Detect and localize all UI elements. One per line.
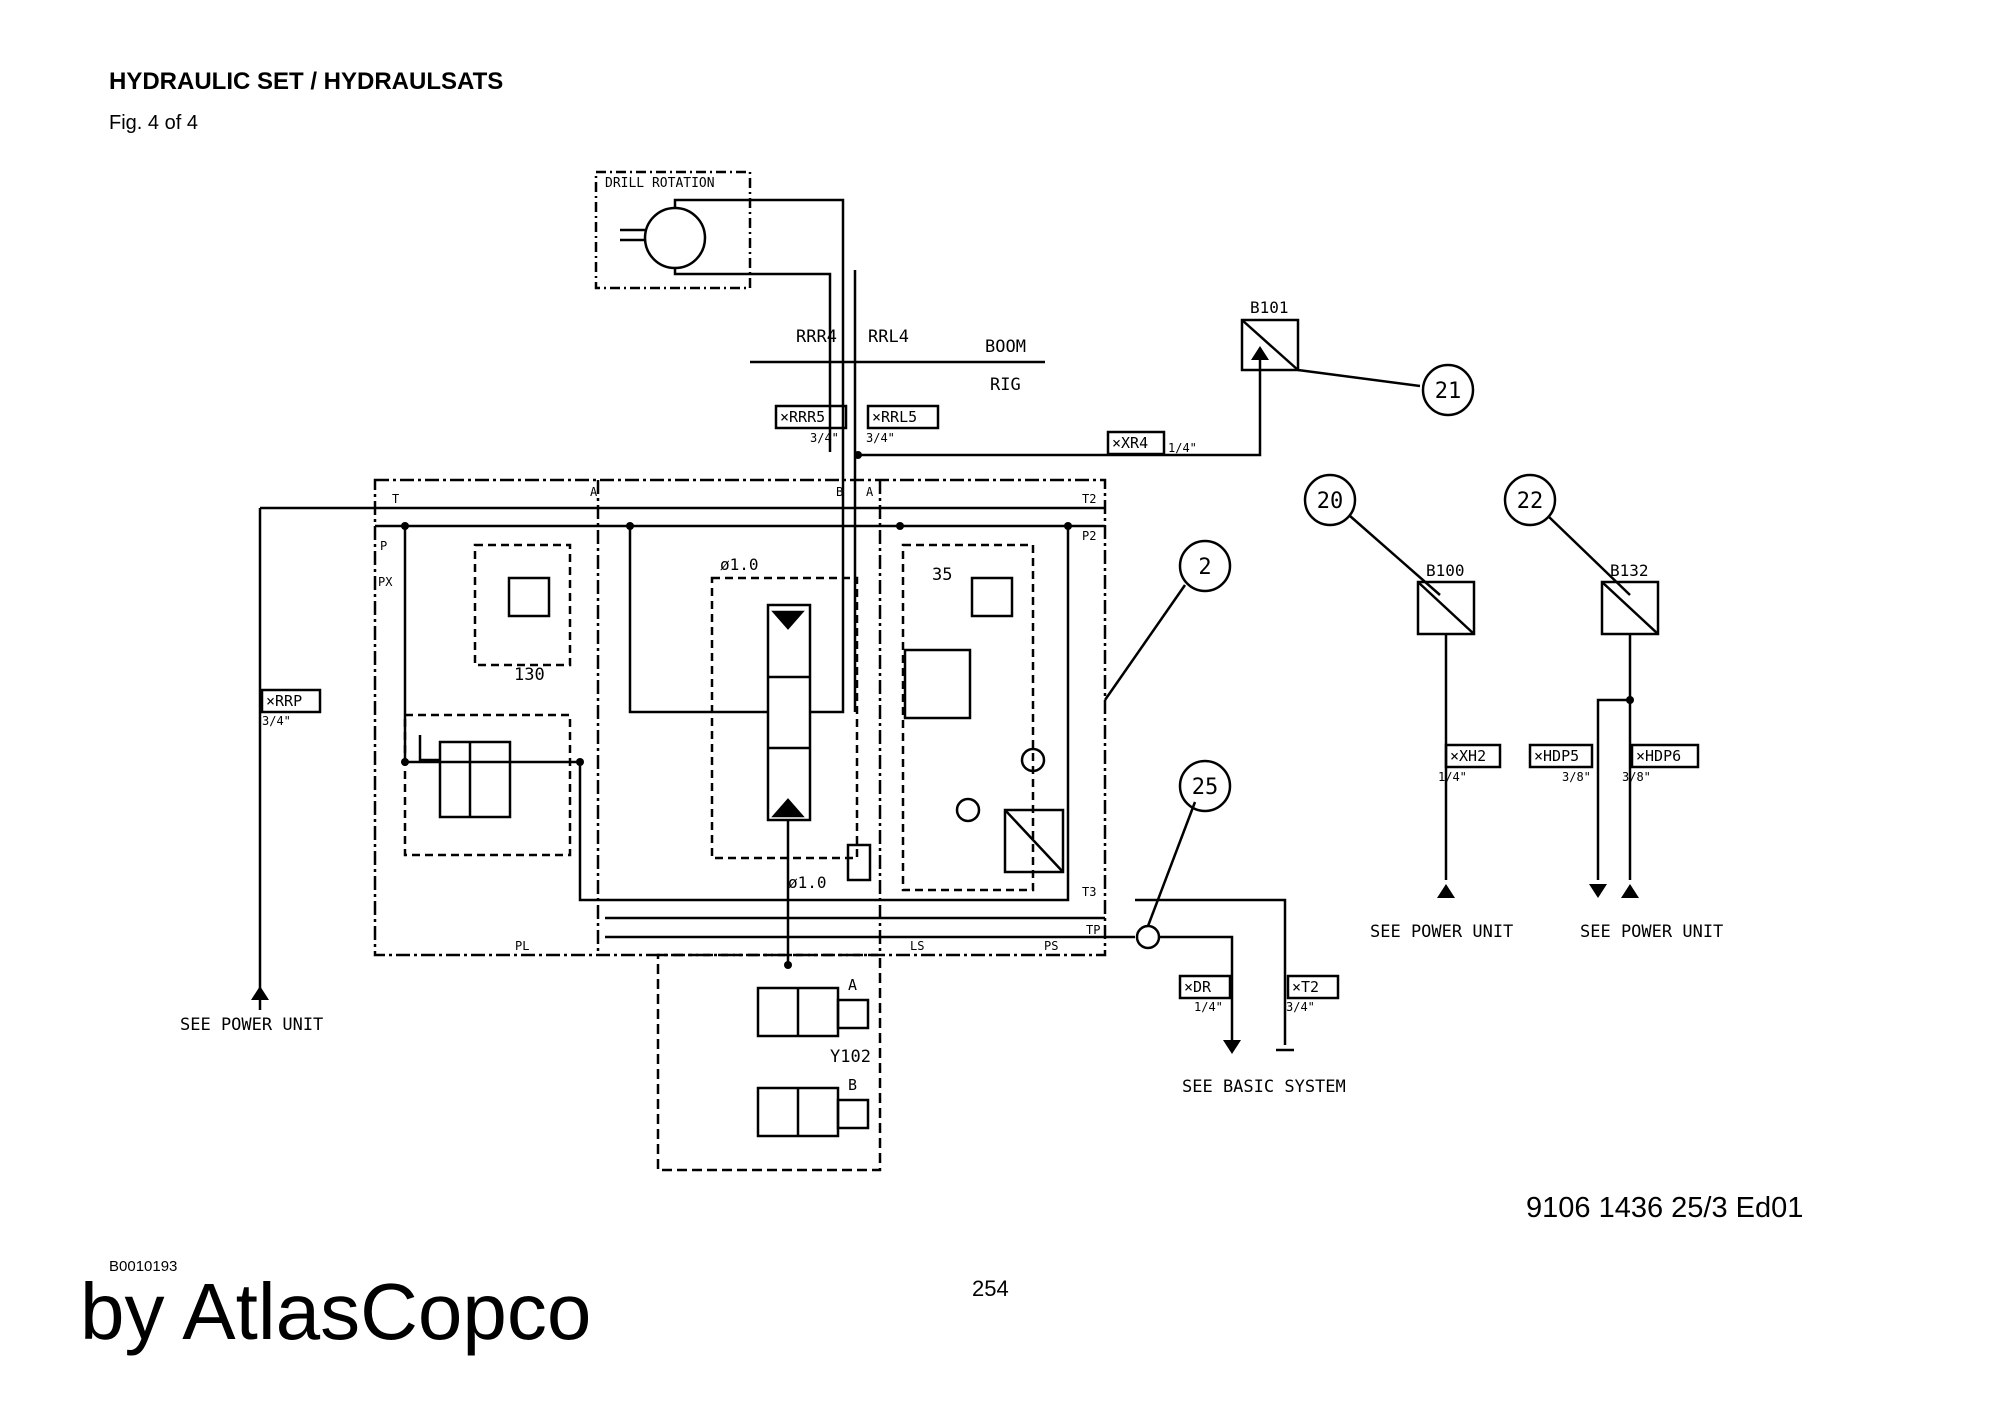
sensor-b100-label: B100: [1426, 561, 1465, 580]
drill-rotation-label: DRILL ROTATION: [605, 176, 715, 191]
callout-25: [1178, 759, 1232, 813]
directional-valve: [766, 603, 812, 822]
connector-rrl5: ×RRL5: [872, 408, 917, 426]
callout-2: [1178, 539, 1232, 593]
component-y102: Y102: [830, 1047, 871, 1067]
connector-t2-size: 3/4": [1286, 1000, 1315, 1014]
callout-2-label: 2: [1198, 555, 1211, 580]
port-t3: T3: [1082, 885, 1096, 899]
connector-hdp6-size: 3/8": [1622, 770, 1651, 784]
solenoid-b: B: [848, 1076, 857, 1094]
orifice-upper: ø1.0: [720, 555, 759, 574]
callout-25-label: 25: [1192, 775, 1219, 800]
port-b: B: [836, 485, 843, 499]
connector-t2: ×T2: [1292, 978, 1319, 996]
solenoid-valves-boundary: [656, 953, 882, 1172]
connector-xh2: ×XH2: [1450, 747, 1486, 765]
connector-rrr5: ×RRR5: [780, 408, 825, 426]
callout-21-label: 21: [1435, 379, 1462, 404]
brand-watermark: by AtlasCopco: [80, 1267, 592, 1356]
port-ls: LS: [910, 939, 924, 953]
note-power-unit-right: SEE POWER UNIT: [1580, 922, 1723, 942]
hose-rrr4-label: RRR4: [796, 327, 837, 347]
port-ps: PS: [1044, 939, 1058, 953]
connector-rrp-size: 3/4": [262, 714, 291, 728]
zone-boom-label: BOOM: [985, 337, 1026, 357]
connector-xr4: ×XR4: [1112, 434, 1148, 452]
connector-rrp: ×RRP: [266, 692, 302, 710]
drill-rotation-box: [594, 170, 752, 290]
callout-22-label: 22: [1517, 489, 1544, 514]
port-t2: T2: [1082, 492, 1096, 506]
callout-20: [1303, 473, 1357, 527]
connector-xr4-size: 1/4": [1168, 441, 1197, 455]
callout-20-label: 20: [1317, 489, 1344, 514]
port-a2: A: [866, 485, 874, 499]
port-p: P: [380, 539, 387, 553]
page-number: 254: [972, 1276, 1009, 1301]
port-p2: P2: [1082, 529, 1096, 543]
connector-hdp5: ×HDP5: [1534, 747, 1579, 765]
connector-xh2-size: 1/4": [1438, 770, 1467, 784]
callout-22: [1503, 473, 1557, 527]
port-pl: PL: [515, 939, 529, 953]
callout-21: [1421, 363, 1475, 417]
zone-rig-label: RIG: [990, 375, 1021, 395]
component-35: 35: [932, 565, 952, 585]
valve-block-boundary: [373, 478, 1107, 957]
image-code: B0010193: [109, 1258, 178, 1275]
connector-rrl5-size: 3/4": [866, 431, 895, 445]
connector-hdp6: ×HDP6: [1636, 747, 1681, 765]
page-title: HYDRAULIC SET / HYDRAULSATS: [109, 68, 504, 95]
sensor-b101: [1240, 318, 1300, 372]
port-px: PX: [378, 575, 393, 589]
orifice-lower: ø1.0: [788, 873, 827, 892]
figure-number: Fig. 4 of 4: [109, 112, 198, 134]
component-130: 130: [514, 665, 545, 685]
sensor-b132-label: B132: [1610, 561, 1649, 580]
sensor-b101-label: B101: [1250, 298, 1289, 317]
connector-rrr5-size: 3/4": [810, 431, 839, 445]
connector-dr-size: 1/4": [1194, 1000, 1223, 1014]
port-t: T: [392, 492, 399, 506]
note-power-unit-mid: SEE POWER UNIT: [1370, 922, 1513, 942]
drill-motor-symbol: [643, 206, 707, 270]
port-tp: TP: [1086, 923, 1100, 937]
port-a1: A: [590, 485, 598, 499]
note-power-unit-left: SEE POWER UNIT: [180, 1015, 323, 1035]
document-number: 9106 1436 25/3 Ed01: [1526, 1192, 1804, 1224]
solenoid-a: A: [848, 976, 857, 994]
hose-rrl4-label: RRL4: [868, 327, 909, 347]
connector-hdp5-size: 3/8": [1562, 770, 1591, 784]
connector-dr: ×DR: [1184, 978, 1212, 996]
note-basic-system: SEE BASIC SYSTEM: [1182, 1077, 1346, 1097]
check-valve-tp: [1135, 924, 1161, 950]
